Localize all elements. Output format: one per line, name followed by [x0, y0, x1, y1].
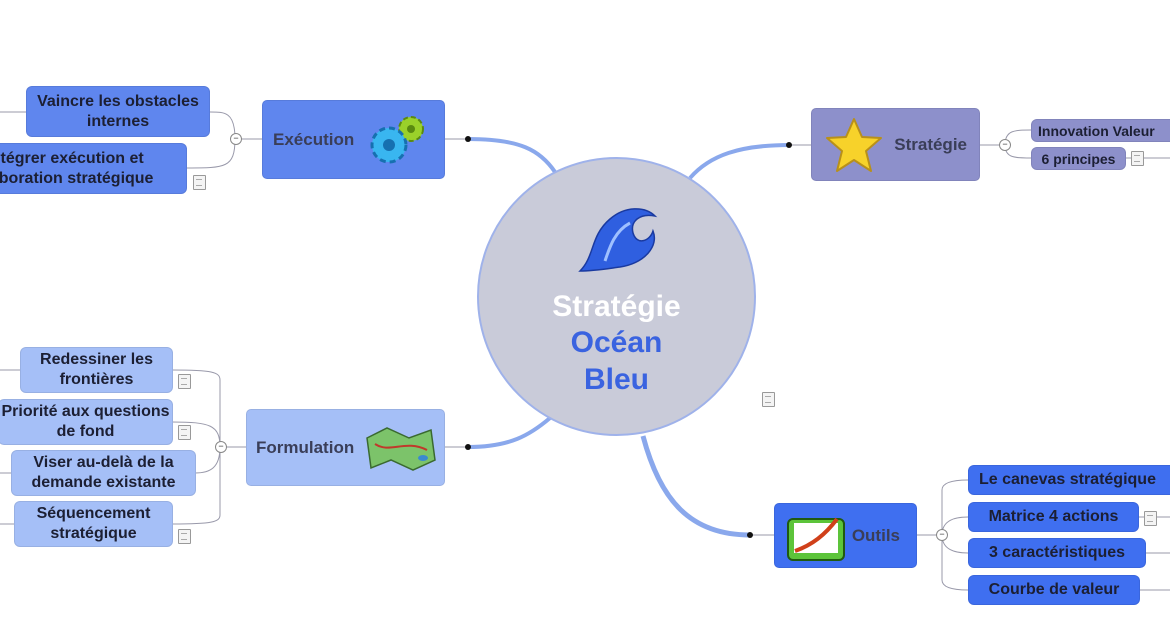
subtopic-6-principes[interactable]: 6 principes: [1031, 147, 1126, 170]
subtopic-label: Viser au-delà de la demande existante: [31, 454, 176, 491]
subtopic-label: 3 caractéristiques: [988, 544, 1126, 561]
topic-formulation[interactable]: Formulation: [246, 409, 445, 486]
subtopic-priorite[interactable]: Priorité aux questions de fond: [0, 399, 173, 445]
subtopic-label: Le canevas stratégique: [979, 471, 1156, 488]
map-icon: [366, 427, 436, 471]
note-icon[interactable]: [1144, 511, 1157, 526]
subtopic-matrice[interactable]: Matrice 4 actions: [968, 502, 1139, 532]
subtopic-sequencement[interactable]: Séquencement stratégique: [14, 501, 173, 547]
subtopic-label: Priorité aux questions de fond: [1, 403, 170, 440]
subtopic-label: Redessiner les frontières: [40, 351, 153, 388]
subtopic-innovation-valeur[interactable]: Innovation Valeur: [1031, 119, 1170, 142]
topic-outils[interactable]: Outils: [774, 503, 917, 568]
outils-label: Outils: [851, 525, 900, 545]
star-icon: [826, 118, 882, 172]
subtopic-canevas[interactable]: Le canevas stratégique: [968, 465, 1170, 495]
subtopic-redessiner[interactable]: Redessiner les frontières: [20, 347, 173, 393]
note-icon[interactable]: [178, 374, 191, 389]
connector-dot: [747, 532, 753, 538]
subtopic-integrer[interactable]: Intégrer exécution et élaboration straté…: [0, 143, 187, 194]
execution-label: Exécution: [273, 129, 355, 149]
subtopic-label: Intégrer exécution et élaboration straté…: [0, 149, 154, 187]
center-line1: Stratégie: [552, 290, 681, 323]
subtopic-courbe[interactable]: Courbe de valeur: [968, 575, 1140, 605]
collapse-toggle[interactable]: −: [215, 441, 227, 453]
strategie-label: Stratégie: [894, 134, 967, 154]
subtopic-label: Matrice 4 actions: [988, 508, 1119, 525]
chart-growth-icon: [787, 517, 845, 561]
topic-execution[interactable]: Exécution: [262, 100, 445, 179]
topic-strategie[interactable]: Stratégie: [811, 108, 980, 181]
collapse-toggle[interactable]: −: [230, 133, 242, 145]
subtopic-label: 6 principes: [1041, 150, 1116, 167]
gears-icon: [370, 116, 424, 164]
wave-icon: [578, 208, 658, 272]
formulation-label: Formulation: [256, 437, 355, 457]
subtopic-label: Innovation Valeur: [1038, 122, 1155, 139]
connector-dot: [786, 142, 792, 148]
central-topic[interactable]: Stratégie Océan Bleu: [477, 157, 756, 436]
subtopic-vaincre[interactable]: Vaincre les obstacles internes: [26, 86, 210, 137]
note-icon[interactable]: [762, 392, 775, 407]
connector-dot: [465, 136, 471, 142]
connector-dot: [465, 444, 471, 450]
note-icon[interactable]: [178, 529, 191, 544]
collapse-toggle[interactable]: −: [936, 529, 948, 541]
subtopic-caracteristiques[interactable]: 3 caractéristiques: [968, 538, 1146, 568]
subtopic-label: Courbe de valeur: [988, 581, 1120, 598]
center-line3: Bleu: [583, 363, 649, 396]
collapse-toggle[interactable]: −: [999, 139, 1011, 151]
subtopic-viser[interactable]: Viser au-delà de la demande existante: [11, 450, 196, 496]
subtopic-label: Séquencement stratégique: [36, 505, 151, 542]
note-icon[interactable]: [193, 175, 206, 190]
center-line2: Océan: [570, 326, 663, 359]
note-icon[interactable]: [1131, 151, 1144, 166]
note-icon[interactable]: [178, 425, 191, 440]
subtopic-label: Vaincre les obstacles internes: [37, 92, 199, 130]
